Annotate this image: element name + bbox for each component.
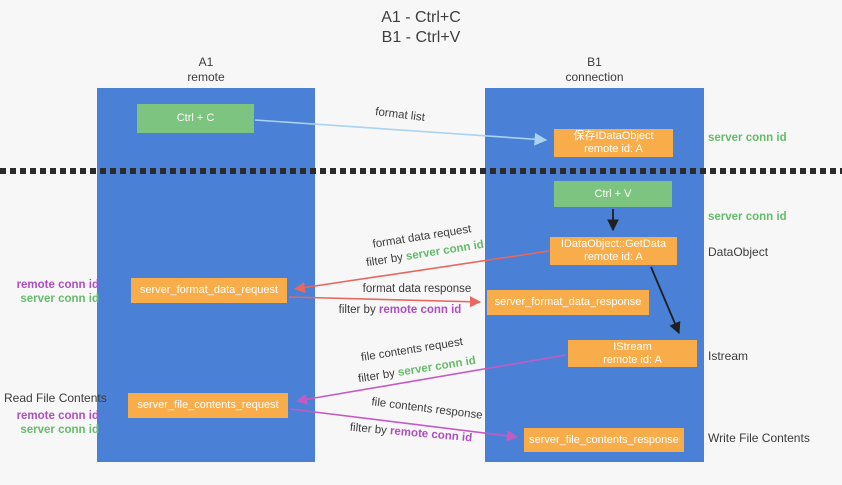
node-idataobject-getdata-line2: remote id: A — [584, 251, 643, 263]
node-ctrl-v-label: Ctrl + V — [594, 187, 632, 200]
diagram-title: A1 - Ctrl+C B1 - Ctrl+V — [301, 8, 541, 48]
node-idataobject-getdata-line1: IDataObject::GetData — [560, 238, 667, 250]
left-label-read-file-contents: Read File Contents — [4, 391, 107, 405]
right-label-server-conn-id-2: server conn id — [708, 211, 787, 223]
right-label-dataobject: DataObject — [708, 245, 769, 259]
remote-conn-id-key: remote conn id — [389, 425, 473, 445]
node-save-idataobject: 保存IDataObject remote id: A — [554, 129, 673, 157]
right-label-write-file-contents: Write File Contents — [708, 431, 810, 445]
node-ctrl-v: Ctrl + V — [554, 181, 672, 207]
left-label-remote-conn-id-2: remote conn id — [16, 410, 99, 422]
node-server-format-data-response-label: server_format_data_response — [494, 296, 642, 308]
filter-by-text: filter by — [349, 421, 391, 438]
node-istream-line1: IStream — [613, 340, 652, 353]
title-line-2: B1 - Ctrl+V — [381, 29, 461, 46]
node-ctrl-c-label: Ctrl + C — [176, 112, 215, 124]
filter-by-text: filter by — [365, 251, 407, 270]
node-save-idataobject-line1: 保存IDataObject — [573, 130, 654, 142]
left-label-remote-conn-id-1: remote conn id — [16, 279, 99, 291]
column-a-id: A1 — [198, 55, 214, 69]
arrow-label-file-contents-response-filter: filter by remote conn id — [336, 420, 486, 445]
column-header-b1: B1 connection — [485, 55, 704, 85]
node-server-format-data-request-label: server_format_data_request — [139, 284, 279, 296]
server-conn-id-key: server conn id — [397, 354, 477, 379]
node-server-file-contents-response-label: server_file_contents_response — [529, 433, 679, 446]
column-a-role: remote — [187, 70, 225, 84]
node-server-file-contents-request-label: server_file_contents_request — [137, 399, 279, 411]
node-server-format-data-request: server_format_data_request — [131, 278, 287, 303]
column-b-role: connection — [565, 70, 624, 84]
node-save-idataobject-line2: remote id: A — [584, 143, 643, 155]
arrow-label-format-data-response: format data response — [362, 283, 472, 295]
left-label-server-conn-id-2: server conn id — [20, 424, 99, 436]
arrow-label-format-list: format list — [374, 106, 426, 124]
node-ctrl-c: Ctrl + C — [137, 104, 254, 133]
node-istream: IStream remote id: A — [568, 340, 697, 367]
remote-conn-id-key: remote conn id — [378, 304, 462, 316]
filter-by-text: filter by — [338, 304, 379, 316]
filter-by-text: filter by — [357, 367, 399, 386]
copy-paste-boundary-divider — [0, 168, 842, 174]
node-idataobject-getdata: IDataObject::GetData remote id: A — [550, 237, 677, 265]
node-server-file-contents-response: server_file_contents_response — [524, 428, 684, 452]
node-istream-line2: remote id: A — [603, 353, 662, 366]
title-line-1: A1 - Ctrl+C — [381, 9, 461, 26]
node-server-file-contents-request: server_file_contents_request — [128, 393, 288, 418]
arrow-label-format-data-response-filter: filter by remote conn id — [325, 304, 475, 316]
right-label-server-conn-id-1: server conn id — [708, 132, 787, 144]
column-b-id: B1 — [587, 55, 602, 69]
column-header-a1: A1 remote — [97, 55, 315, 85]
node-server-format-data-response: server_format_data_response — [487, 290, 649, 315]
left-label-server-conn-id-1: server conn id — [20, 293, 99, 305]
right-label-istream: Istream — [708, 349, 749, 363]
arrow-format-data-response — [288, 296, 482, 308]
arrow-label-file-contents-response: file contents response — [370, 396, 484, 422]
